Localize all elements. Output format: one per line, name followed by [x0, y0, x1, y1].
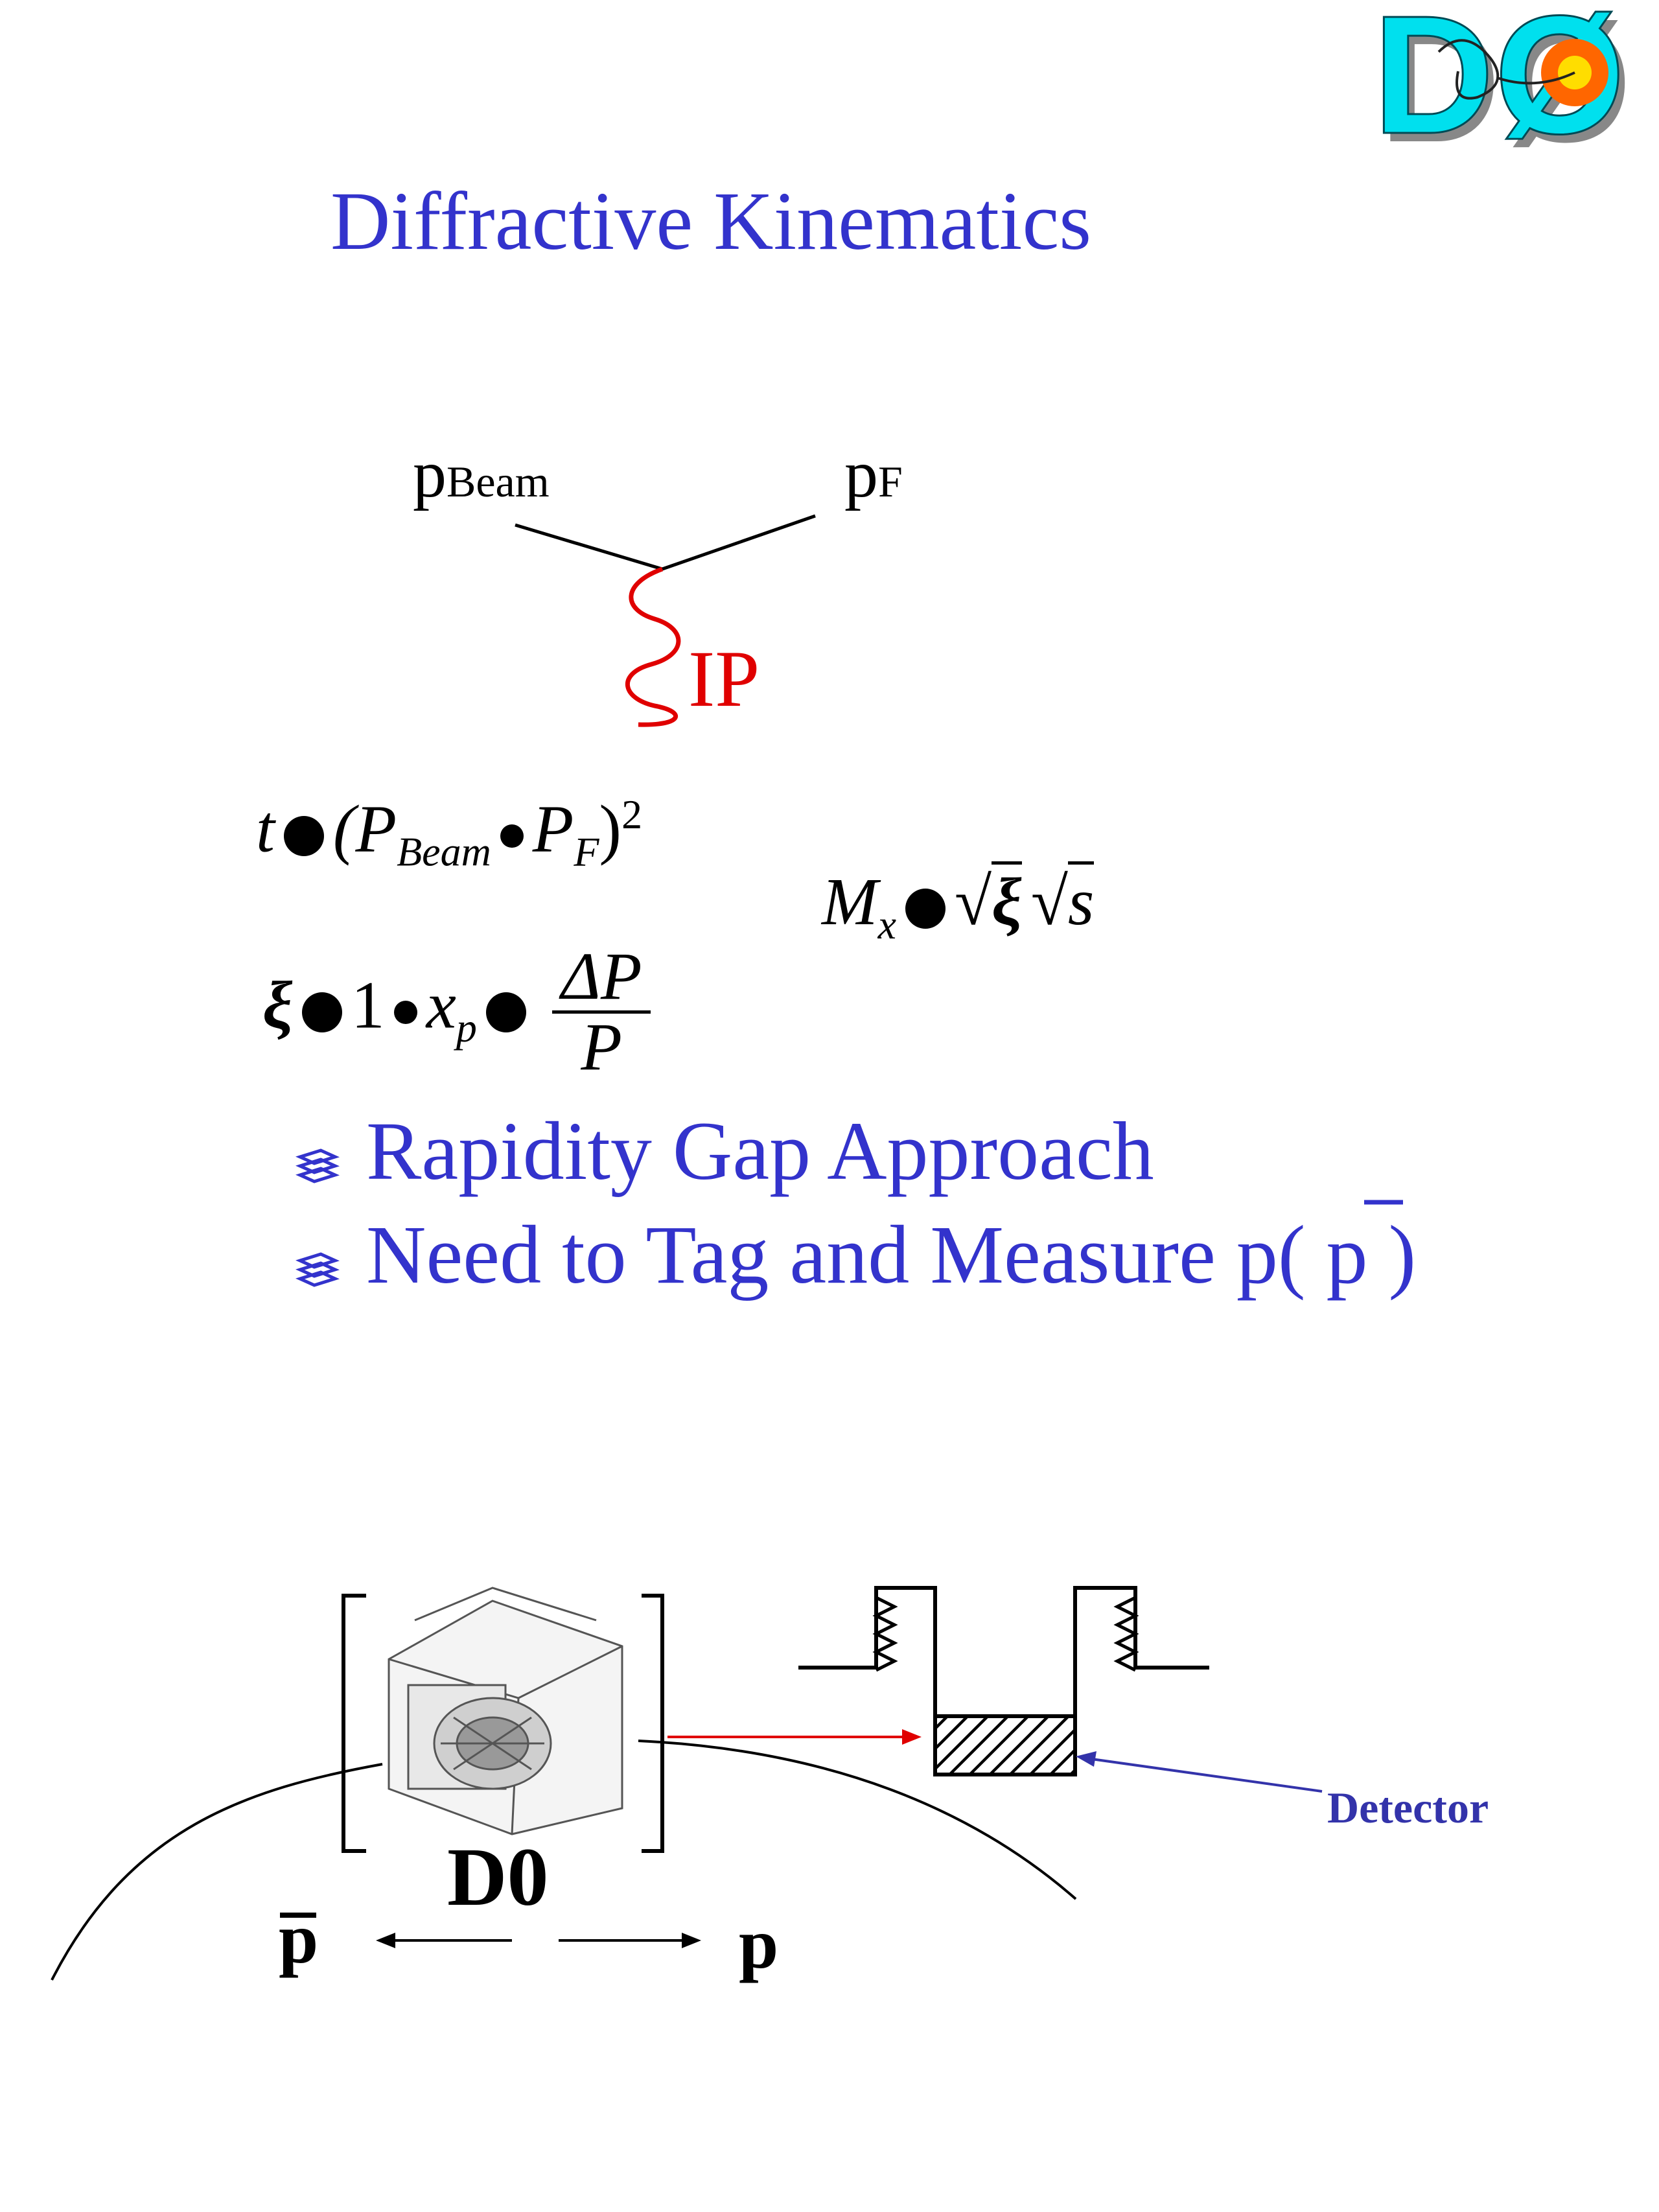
detector-label: Detector [1327, 1783, 1489, 1832]
equals-dot-icon [283, 815, 324, 856]
d0-logo: DØ DØ [1367, 0, 1659, 156]
beam-trajectory-right [638, 1740, 1077, 1900]
xi-symbol-icon: ξ [992, 861, 1022, 939]
mx-formula: Mx√ξ√s [822, 861, 1095, 946]
d0-detector-label: D0 [447, 1831, 549, 1923]
beam-proton-line [515, 523, 663, 571]
final-proton-label: pF [844, 437, 903, 511]
detector-bracket-right [642, 1594, 664, 1853]
p-arrowhead [682, 1933, 701, 1948]
minus-glyph-icon [500, 824, 524, 848]
pot-bellows-left [872, 1596, 898, 1672]
detector-bracket-left [342, 1594, 366, 1853]
equals-dot-icon [905, 889, 946, 929]
xi-symbol-icon: ξ [262, 968, 293, 1043]
equals-dot-icon [301, 992, 342, 1032]
beam-proton-label: pBeam [413, 437, 550, 511]
detector-pointer-line [1082, 1756, 1323, 1793]
detector-pointer-arrowhead [1076, 1751, 1096, 1767]
bullet-rapidity-gap: Rapidity Gap Approach [295, 1110, 1154, 1202]
book-bullet-icon [295, 1119, 340, 1202]
d0-logo-graphic: DØ DØ [1372, 0, 1632, 156]
equals-dot-icon [485, 992, 526, 1032]
d0-detector-sketch [388, 1587, 623, 1835]
pbar-arrowhead [376, 1933, 395, 1948]
pomeron-wavy-line [625, 566, 681, 727]
bullet-tag-measure: Need to Tag and Measure p( p ) [295, 1213, 1416, 1305]
pomeron-label: IP [688, 634, 760, 723]
book-bullet-icon [295, 1222, 340, 1305]
antiproton-label: p [279, 1899, 319, 1978]
page-title: Diffractive Kinematics [331, 175, 1092, 267]
beam-trajectory [51, 1763, 383, 1981]
detector-hatched-block [933, 1714, 1077, 1776]
red-arrowhead [902, 1729, 922, 1745]
final-proton-line [662, 514, 816, 571]
minus-glyph-icon [393, 1000, 417, 1024]
proton-label: p [739, 1904, 779, 1983]
pot-bellows-right [1113, 1596, 1139, 1672]
